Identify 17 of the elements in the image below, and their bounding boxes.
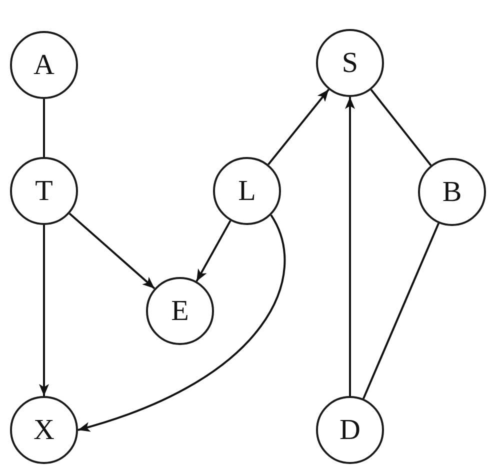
arrow [68,212,156,290]
node-label: T [35,176,53,206]
node-label: E [171,296,189,326]
node-label: A [34,50,54,80]
arrow [39,225,49,396]
node-label: D [340,416,360,444]
node-label: L [238,176,256,206]
arrow [196,220,232,282]
node-label: X [34,416,54,444]
node-label: B [442,178,462,206]
connector-line [370,89,432,166]
connector-line [362,222,440,400]
node-label: S [342,48,358,78]
connector-line [43,99,45,157]
arrow [78,214,286,432]
arrow [268,88,330,166]
arrow [345,97,355,396]
